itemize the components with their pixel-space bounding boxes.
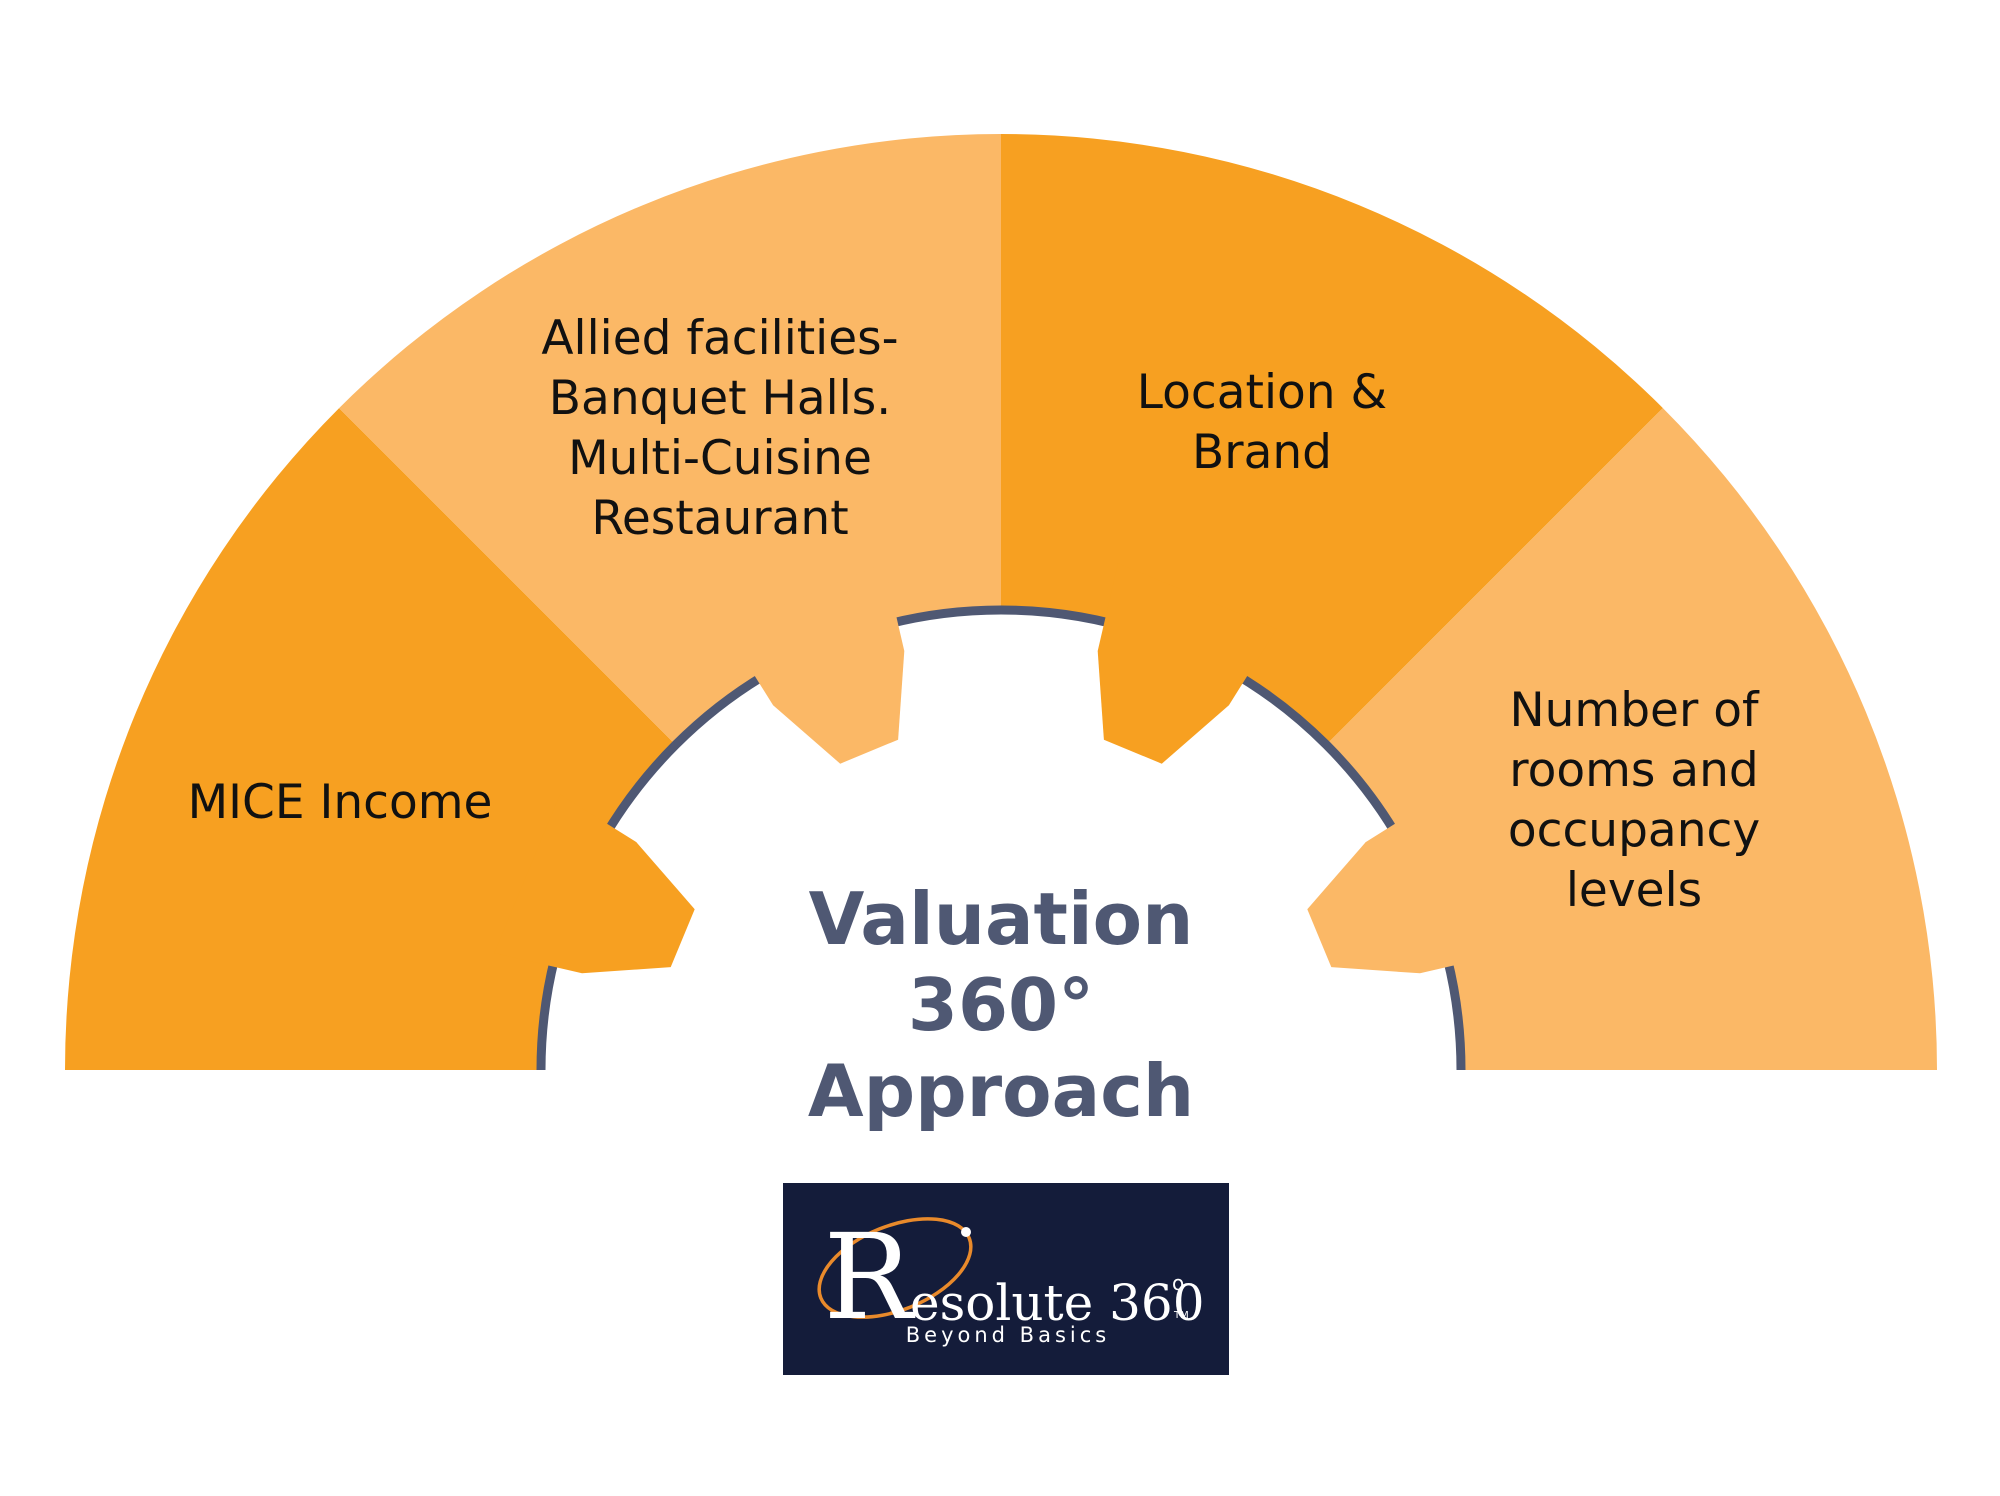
segment-label-line: Brand <box>1192 425 1332 480</box>
gear-tooth-mice <box>494 794 695 974</box>
logo-tm: TM <box>1173 1310 1189 1321</box>
logo-degree: o <box>1172 1271 1184 1295</box>
segment-label-line: rooms and <box>1509 743 1758 798</box>
center-title-line: 360° <box>908 963 1094 1047</box>
segment-label-mice: MICE Income <box>188 775 493 830</box>
gear-tooth-allied <box>725 563 905 764</box>
segment-label-line: Restaurant <box>591 491 848 546</box>
gear-tooth-rooms <box>1307 794 1508 974</box>
segment-labels-layer: MICE Income Allied facilities-Banquet Hal… <box>188 311 1761 918</box>
resolute-360-logo: R esolute 360 o TM Beyond Basics <box>783 1183 1229 1375</box>
segment-label-line: Number of <box>1509 683 1759 738</box>
segment-label-allied: Allied facilities-Banquet Halls.Multi-Cu… <box>541 311 898 546</box>
segment-label-line: MICE Income <box>188 775 493 830</box>
segment-label-line: Location & <box>1137 365 1387 420</box>
center-title-line: Valuation <box>809 877 1194 961</box>
logo-swoosh-ellipse <box>817 1217 973 1319</box>
gear-tooth-location <box>1097 563 1277 764</box>
logo-letter: R <box>824 1208 916 1346</box>
segment-label-line: Multi-Cuisine <box>568 431 872 486</box>
logo-dot-icon <box>961 1227 971 1237</box>
logo-tagline: Beyond Basics <box>906 1323 1110 1347</box>
segment-label-location: Location &Brand <box>1137 365 1387 480</box>
segment-label-line: levels <box>1566 863 1702 918</box>
logo-background <box>783 1183 1229 1375</box>
segment-label-line: Banquet Halls. <box>549 371 891 426</box>
logo-name: esolute 360 <box>910 1274 1205 1332</box>
segment-label-line: occupancy <box>1508 803 1760 858</box>
gear-ring-layer <box>494 563 1508 1071</box>
center-title-line: Approach <box>808 1049 1194 1133</box>
segment-label-line: Allied facilities- <box>541 311 898 366</box>
